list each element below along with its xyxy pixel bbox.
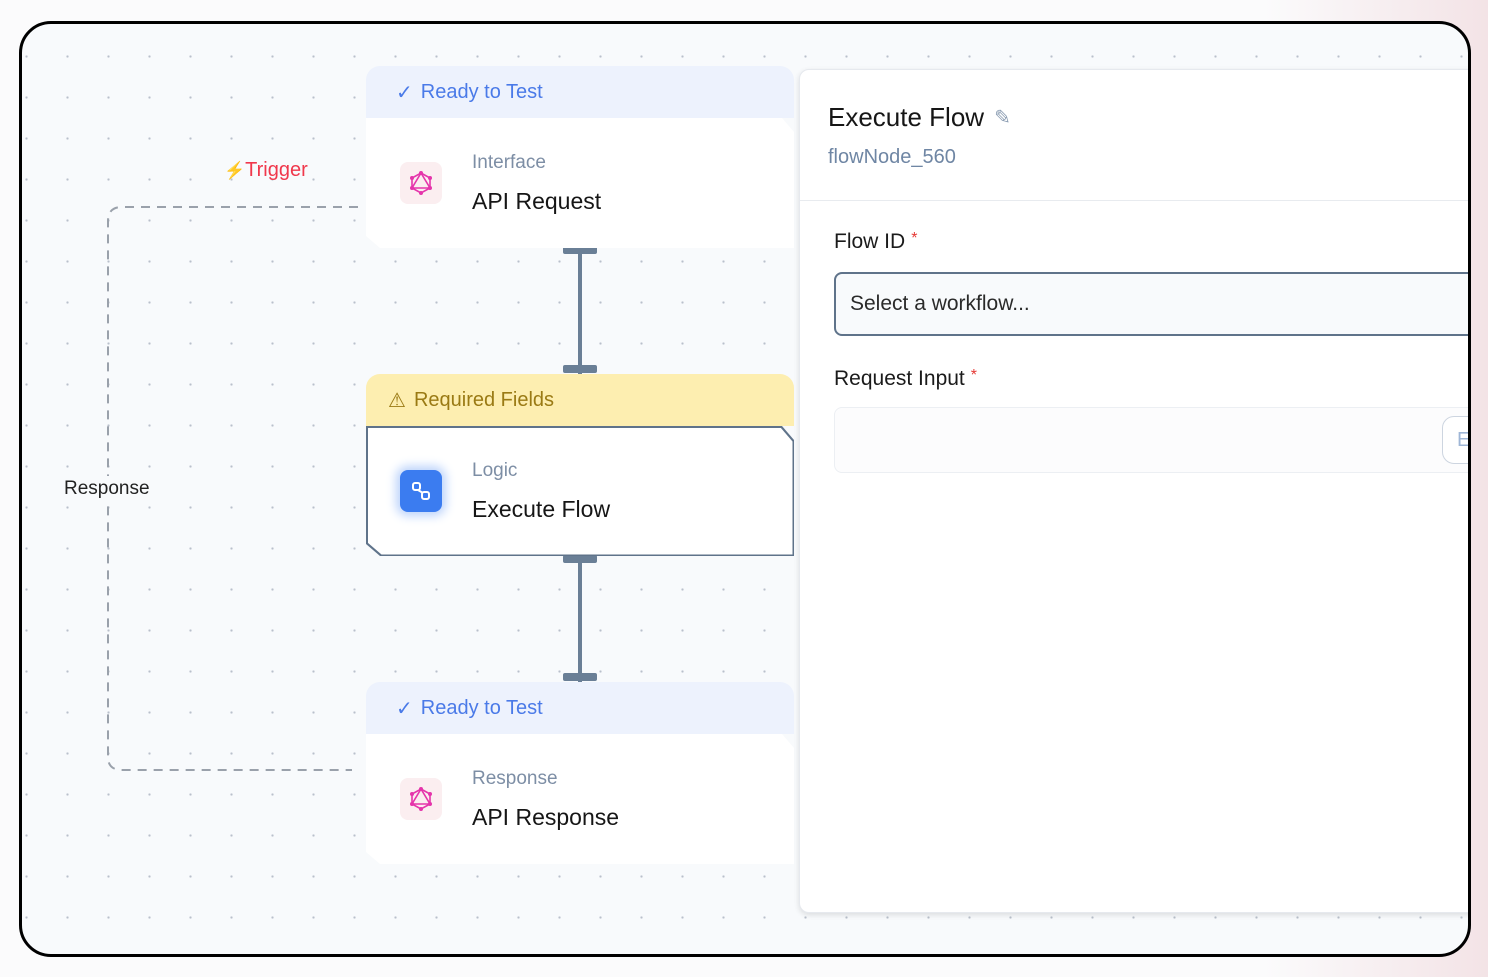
panel-title: Execute Flow ✎ [828, 102, 1011, 132]
lightning-icon: ⚡ [224, 161, 246, 180]
request-input-field[interactable]: E [834, 407, 1468, 473]
output-handle[interactable] [563, 246, 597, 254]
edit-pencil-icon[interactable]: ✎ [994, 107, 1011, 129]
node-settings-panel: Execute Flow ✎ flowNode_560 Flow ID* Sel… [799, 69, 1468, 913]
input-handle[interactable] [563, 673, 597, 681]
output-handle[interactable] [563, 555, 597, 563]
input-handle[interactable] [563, 365, 597, 373]
node-status: ✓Ready to Test [366, 66, 794, 118]
flow-id-select[interactable]: Select a workflow... [834, 272, 1468, 336]
edges [107, 206, 358, 771]
flow-id-label: Flow ID* [834, 230, 918, 253]
request-input-label: Request Input* [834, 367, 977, 390]
flow-canvas[interactable]: ⚡Trigger Response ✓Ready to Test Interfa… [19, 21, 1471, 957]
divider [800, 200, 1468, 201]
node-status: ⚠Required Fields [366, 374, 794, 426]
warning-icon: ⚠ [388, 389, 406, 412]
response-edge [107, 206, 358, 771]
connector [578, 557, 582, 683]
graphql-icon [400, 162, 442, 204]
request-input-button[interactable]: E [1442, 416, 1468, 464]
node-id: flowNode_560 [828, 146, 956, 168]
trigger-label: ⚡Trigger [224, 159, 308, 181]
connector [578, 249, 582, 375]
node-status: ✓Ready to Test [366, 682, 794, 734]
check-icon: ✓ [396, 81, 413, 104]
response-edge-label: Response [60, 476, 154, 502]
graphql-icon [400, 778, 442, 820]
flow-icon [400, 470, 442, 512]
check-icon: ✓ [396, 697, 413, 720]
